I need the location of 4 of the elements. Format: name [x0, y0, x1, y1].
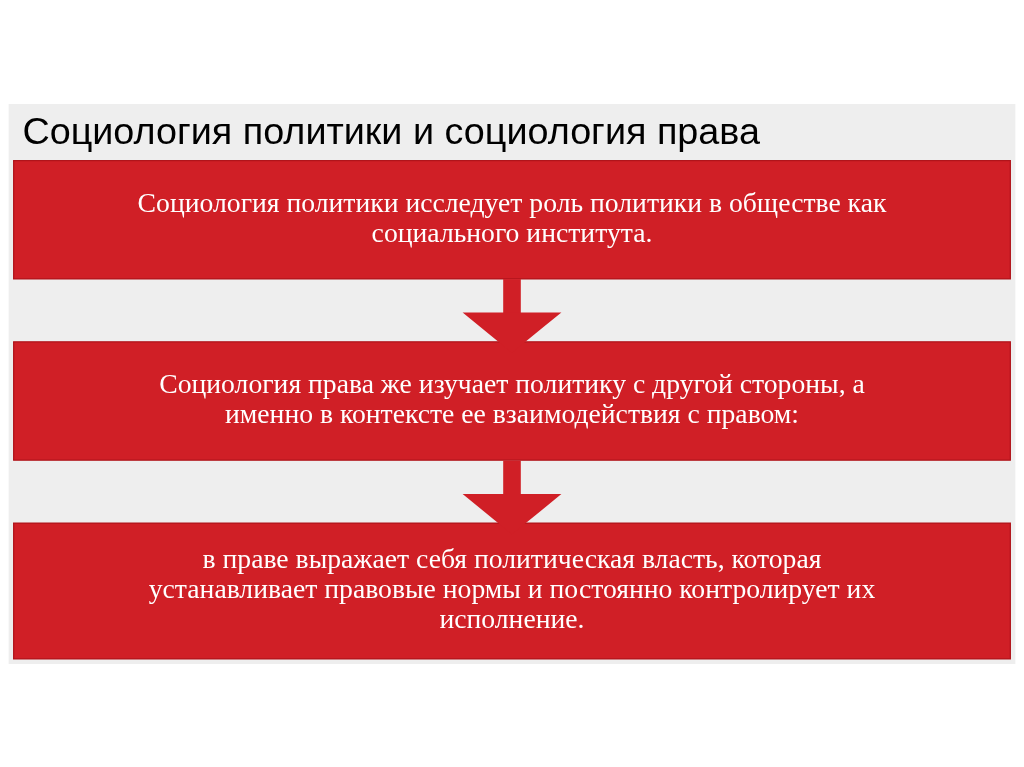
node-box: в праве выражает себя политическая власть, которая устанавливает правовые нормы и постоянно контролирует их исполнение.: [13, 521, 1011, 660]
node-box: Социология политики исследует роль политики в обществе как социального института.: [13, 159, 1011, 280]
node-box: Социология права же изучает политику с другой стороны, а именно в контексте ее взаимодействия с правом:: [13, 340, 1011, 461]
diagram-title: Социология политики и социология права: [22, 109, 760, 152]
